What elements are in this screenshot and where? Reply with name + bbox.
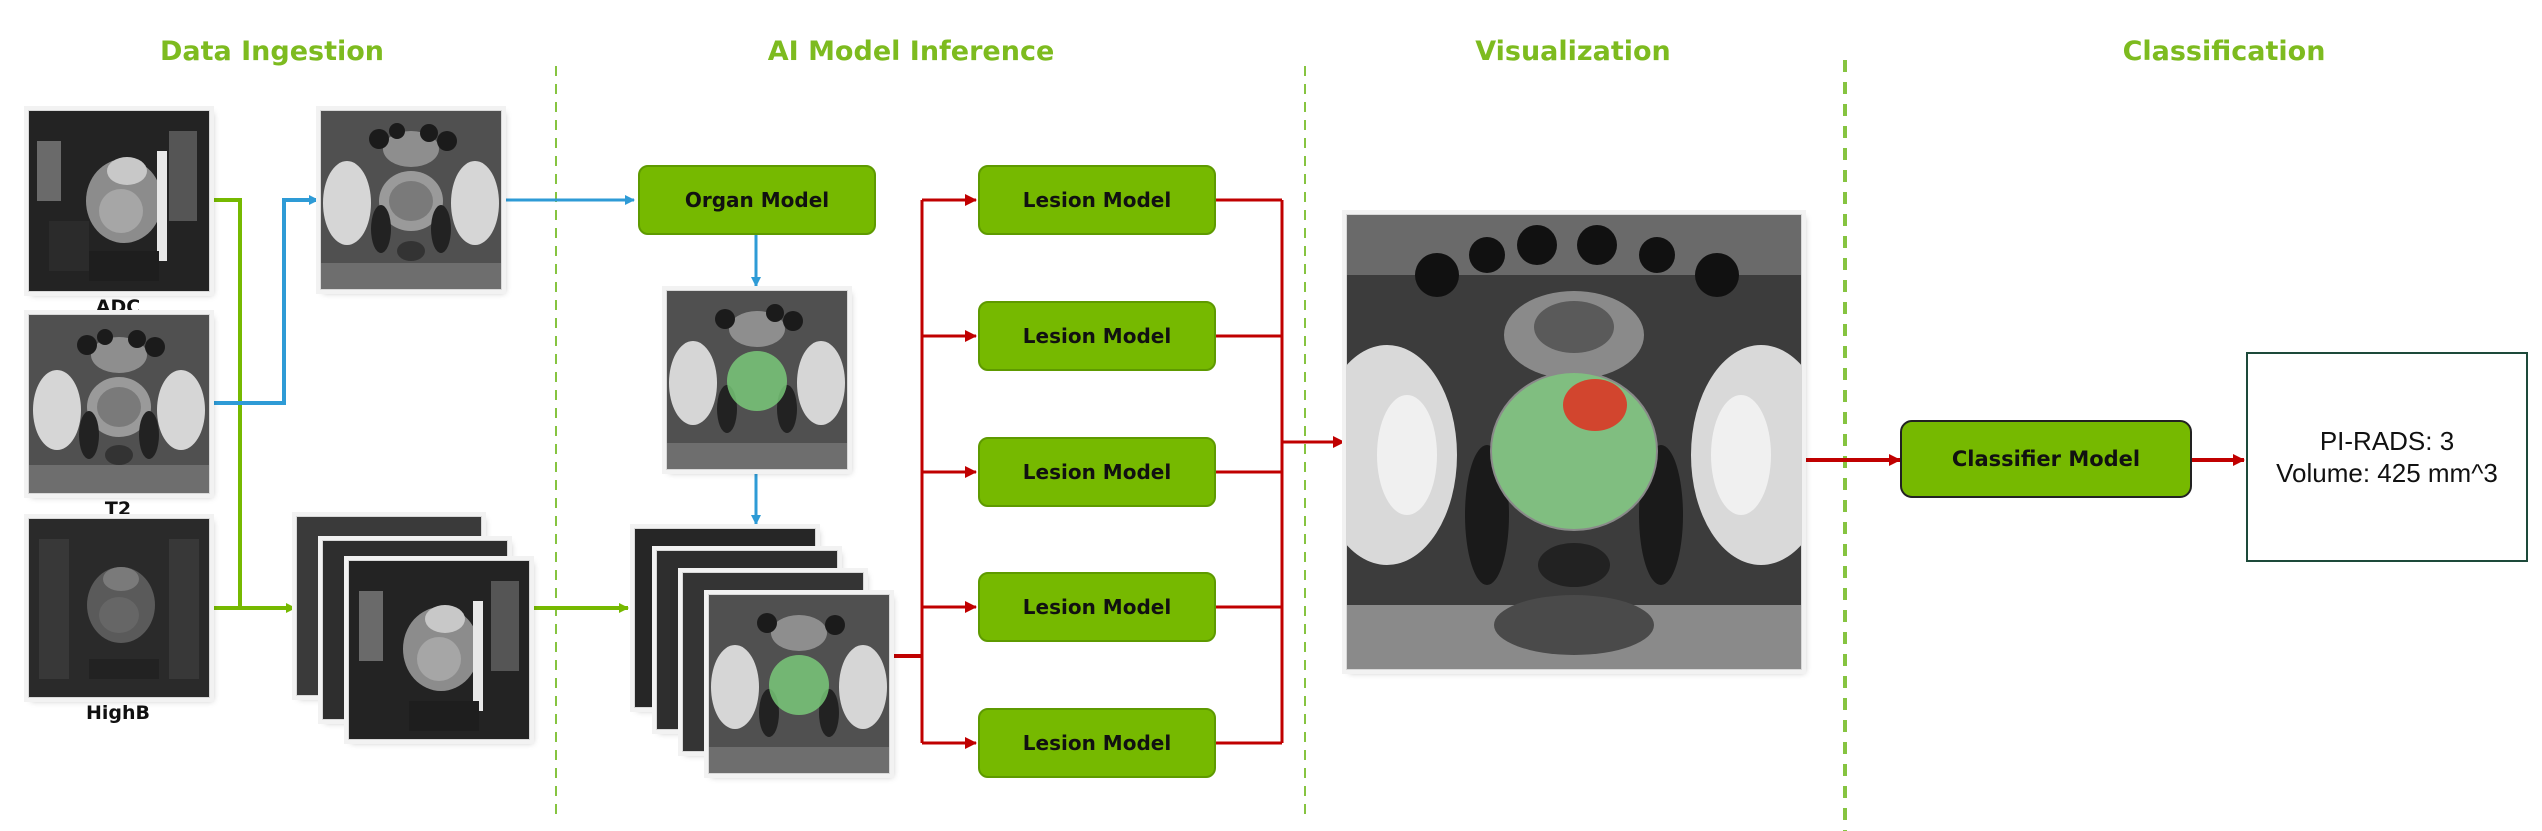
input-label-highb: HighB	[85, 702, 151, 724]
highb-scan-image	[28, 518, 210, 698]
lesion-model-box: Lesion Model	[978, 708, 1216, 778]
lesion-model-box: Lesion Model	[978, 572, 1216, 642]
stage-header-classification: Classification	[2122, 36, 2326, 67]
organ-mask-image	[666, 290, 848, 470]
input-label-adc: ADC	[95, 296, 141, 318]
pirads-score: PI-RADS: 3	[2319, 426, 2455, 456]
classification-result-box: PI-RADS: 3 Volume: 425 mm^3	[2246, 352, 2528, 562]
organ-model-box: Organ Model	[638, 165, 876, 235]
stage-header-ai-model-inference: AI Model Inference	[767, 36, 1055, 67]
classifier-model-box: Classifier Model	[1900, 420, 2192, 498]
stage-header-visualization: Visualization	[1475, 36, 1671, 67]
t2-scan-image	[28, 314, 210, 494]
visualization-overlay-image	[1346, 214, 1802, 670]
lesion-model-box: Lesion Model	[978, 437, 1216, 507]
lesion-model-box: Lesion Model	[978, 165, 1216, 235]
segmentation-stack-front	[708, 594, 890, 774]
stage-header-data-ingestion: Data Ingestion	[159, 36, 385, 67]
sequence-stack-front	[348, 560, 530, 740]
adc-scan-image	[28, 110, 210, 292]
arrow-t2-to-axial	[208, 195, 319, 405]
lesion-model-box: Lesion Model	[978, 301, 1216, 371]
axial-t2-image	[320, 110, 502, 290]
input-label-t2: T2	[104, 498, 132, 520]
lesion-volume: Volume: 425 mm^3	[2276, 458, 2498, 488]
